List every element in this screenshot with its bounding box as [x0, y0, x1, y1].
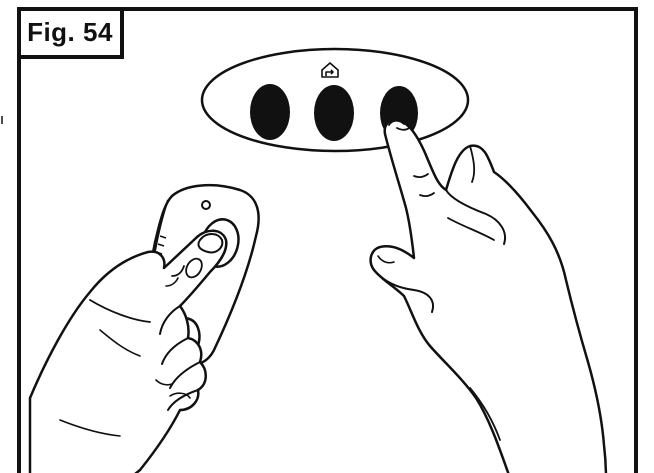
wall-control-panel	[202, 49, 468, 151]
remote-led	[202, 201, 210, 209]
panel-button-left	[250, 84, 290, 140]
figure-label: Fig. 54	[18, 8, 122, 56]
panel-button-middle	[314, 85, 354, 141]
